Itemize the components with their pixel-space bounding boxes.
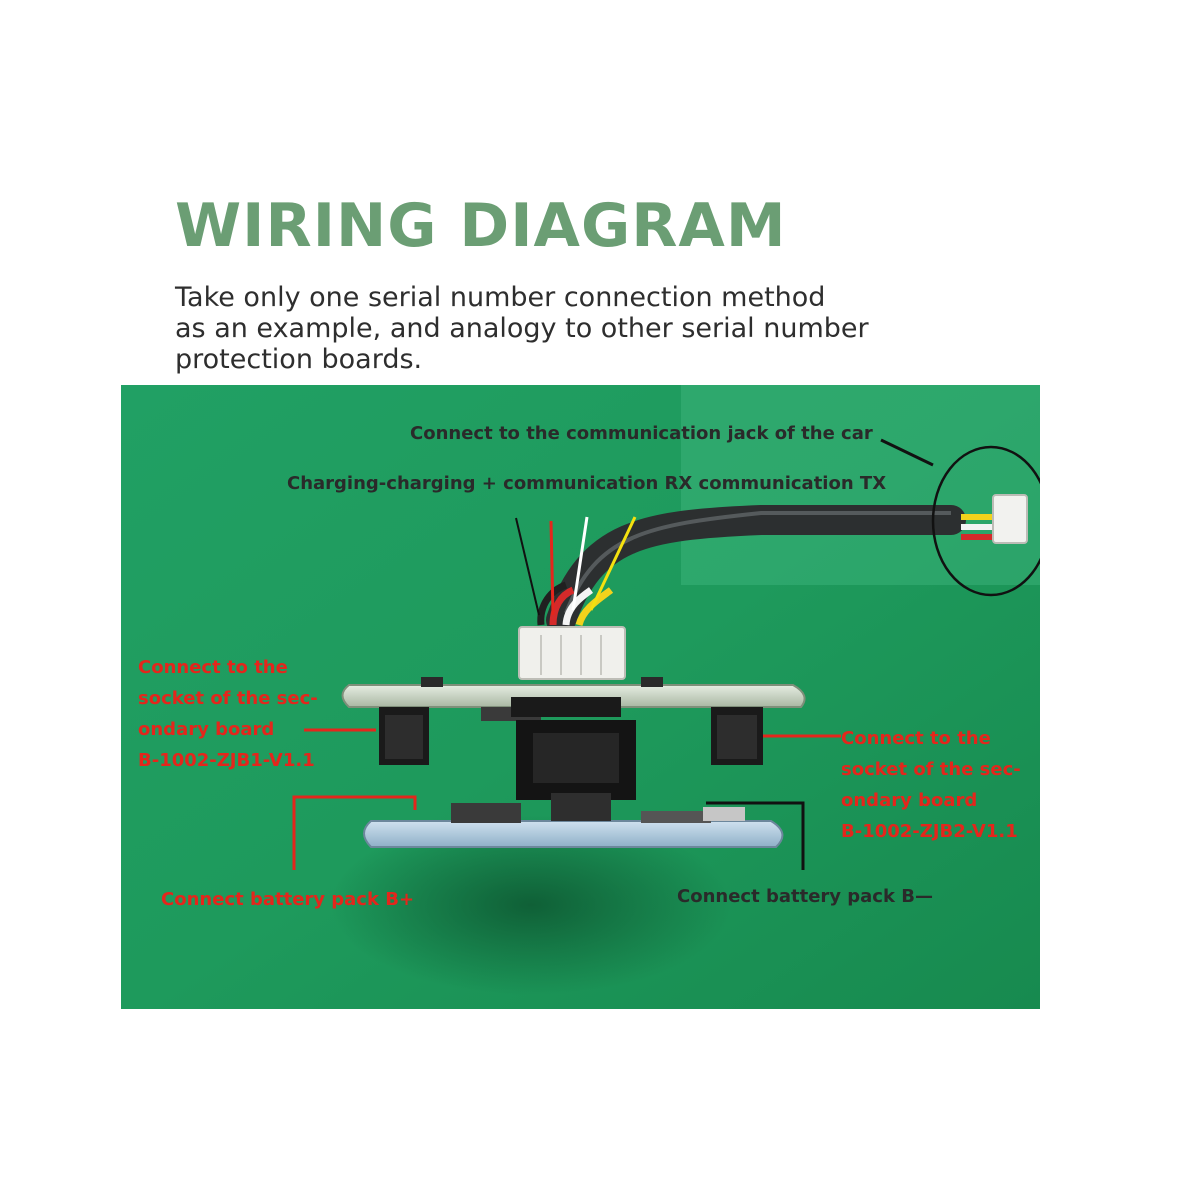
- right-socket-line: Connect to the: [841, 728, 991, 749]
- pointer-yellow: [589, 516, 637, 611]
- battery-plus-bracket: [292, 795, 417, 870]
- wire-black: [537, 581, 568, 626]
- board-shadow: [331, 815, 731, 995]
- intro-line: as an example, and analogy to other seri…: [175, 313, 869, 344]
- car-jack-connector: [992, 494, 1028, 544]
- cable-highlight: [564, 511, 951, 614]
- mat-highlight: [681, 385, 1040, 585]
- left-socket-line: socket of the sec-: [138, 688, 318, 709]
- intro-line: protection boards.: [175, 344, 423, 375]
- wires-label: Charging-charging + communication RX com…: [287, 473, 887, 494]
- left-socket-label: Connect to the socket of the sec- ondary…: [138, 652, 318, 776]
- lower-board: [363, 820, 784, 848]
- wire-red-2: [549, 586, 575, 626]
- intro-line: Take only one serial number connection m…: [175, 282, 826, 313]
- left-socket-line: Connect to the: [138, 657, 288, 678]
- right-socket-label: Connect to the socket of the sec- ondary…: [841, 723, 1021, 847]
- board-connector: [518, 626, 626, 680]
- pointer-black: [515, 517, 540, 616]
- right-socket-line: socket of the sec-: [841, 759, 1021, 780]
- wiring-photo: Connect to the communication jack of the…: [121, 385, 1040, 1009]
- right-socket-line: ondary board: [841, 790, 978, 811]
- page-title: WIRING DIAGRAM: [175, 191, 787, 261]
- intro-text: Take only one serial number connection m…: [175, 282, 1075, 375]
- upper-board: [341, 684, 806, 708]
- lower-component: [703, 807, 745, 821]
- car-jack-highlight: [931, 445, 1040, 597]
- car-jack-label: Connect to the communication jack of the…: [410, 423, 873, 444]
- car-jack-pointer: [880, 438, 934, 467]
- left-socket-line: ondary board: [138, 719, 275, 740]
- ic-chip: [511, 697, 621, 717]
- pointer-red: [549, 520, 555, 616]
- left-socket-line: B-1002-ZJB1-V1.1: [138, 750, 315, 771]
- wiring-illustration: [121, 385, 1040, 1009]
- battery-plus-label: Connect battery pack B+: [161, 889, 415, 910]
- battery-minus-bracket: [706, 801, 805, 870]
- pointer-white: [571, 516, 589, 611]
- right-socket-line: B-1002-ZJB2-V1.1: [841, 821, 1018, 842]
- battery-minus-label: Connect battery pack B—: [677, 886, 933, 907]
